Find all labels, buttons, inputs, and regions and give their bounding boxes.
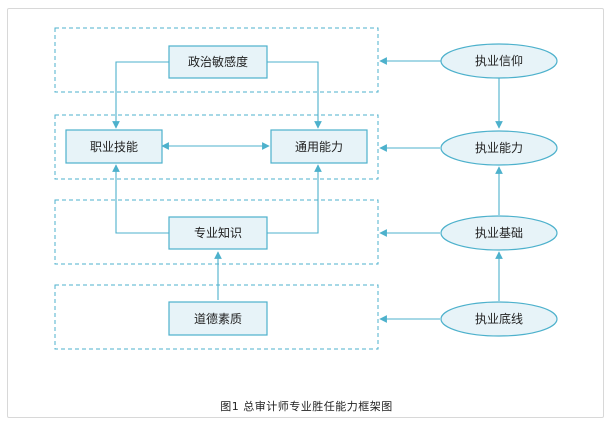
figure-border <box>7 8 604 418</box>
edge-knowledge-to-skill <box>112 164 169 234</box>
band-political <box>54 27 379 93</box>
edge-political-to-ability <box>267 61 322 129</box>
node-practice-foundation: 执业基础 <box>440 215 558 251</box>
competency-framework-diagram: 政治敏感度 职业技能 通用能力 专业知识 道德素质 执业信仰 执业能力 <box>54 27 558 350</box>
node-practice-belief: 执业信仰 <box>440 43 558 79</box>
node-baseline-label: 执业底线 <box>475 311 523 326</box>
band-knowledge <box>54 199 379 265</box>
node-knowledge-label: 专业知识 <box>194 225 242 240</box>
node-specialized-knowledge: 专业知识 <box>168 216 268 250</box>
node-skill-label: 职业技能 <box>90 140 138 154</box>
node-moral-quality: 道德素质 <box>168 301 268 336</box>
node-practice-ability-label: 执业能力 <box>475 141 523 155</box>
node-moral-label: 道德素质 <box>194 311 242 326</box>
band-ability <box>54 114 379 180</box>
node-practice-ability: 执业能力 <box>440 130 558 166</box>
node-practice-baseline: 执业底线 <box>440 301 558 337</box>
node-general-ability: 通用能力 <box>270 129 368 164</box>
band-moral <box>54 284 379 350</box>
figure-caption: 图1 总审计师专业胜任能力框架图 <box>220 400 393 413</box>
node-political-label: 政治敏感度 <box>188 54 248 69</box>
edge-political-to-skill <box>112 61 169 129</box>
node-political-sensitivity: 政治敏感度 <box>168 45 268 79</box>
node-professional-skill: 职业技能 <box>65 129 163 164</box>
node-belief-label: 执业信仰 <box>475 53 523 68</box>
node-foundation-label: 执业基础 <box>475 226 523 240</box>
edge-knowledge-to-ability <box>267 164 322 234</box>
node-ability-label: 通用能力 <box>295 140 343 154</box>
